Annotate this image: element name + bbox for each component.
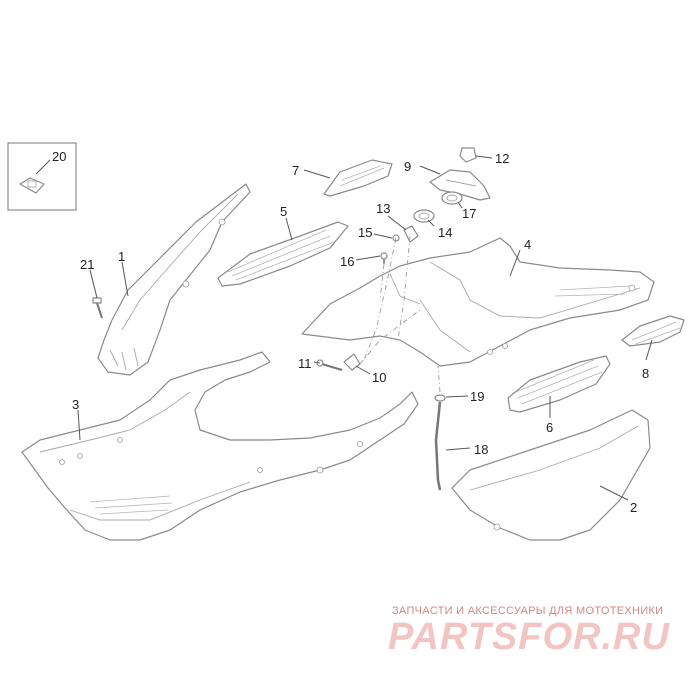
part-16-screw: [380, 252, 388, 264]
callout-20: 20: [52, 149, 66, 164]
callout-7: 7: [292, 163, 299, 178]
callout-8: 8: [642, 366, 649, 381]
callout-2: 2: [630, 500, 637, 515]
watermark-logo: PARTSFOR.RU: [388, 616, 670, 658]
part-17-ring: [441, 191, 463, 205]
part-6-footrest: [507, 355, 611, 413]
callout-17: 17: [462, 206, 476, 221]
part-5-footrest: [217, 221, 349, 287]
part-8-pad: [621, 315, 685, 347]
assembly-lines: [359, 235, 441, 393]
callout-19: 19: [470, 389, 484, 404]
part-20-clip-inset: [7, 142, 77, 211]
part-11-screw: [316, 359, 343, 371]
callout-4: 4: [524, 237, 531, 252]
part-12-screw: [459, 147, 477, 163]
callout-1: 1: [118, 249, 125, 264]
callout-18: 18: [474, 442, 488, 457]
callout-9: 9: [404, 159, 411, 174]
part-7-trim: [323, 159, 393, 197]
part-10-clip: [343, 353, 361, 371]
callout-labels: 20 1 21 3 4 5 6 7 8 2 9 12 17 14 13 15 1…: [52, 149, 649, 515]
callout-5: 5: [280, 204, 287, 219]
part-1-side-panel: [97, 183, 251, 376]
callout-6: 6: [546, 420, 553, 435]
part-21-screw: [92, 297, 103, 319]
callout-12: 12: [495, 151, 509, 166]
part-9-cover: [429, 169, 491, 201]
part-4-rear-body: [301, 237, 655, 367]
part-14-ring: [413, 209, 435, 223]
leader-lines: [35, 155, 653, 501]
part-19-grommet: [434, 394, 446, 402]
part-3-lower-body: [21, 351, 419, 541]
callout-15: 15: [358, 225, 372, 240]
callout-21: 21: [80, 257, 94, 272]
watermark-caption: ЗАПЧАСТИ И АКСЕССУАРЫ ДЛЯ МОТОТЕХНИКИ: [392, 605, 664, 617]
part-13-bracket: [403, 225, 419, 243]
callout-16: 16: [340, 254, 354, 269]
part-2-side-panel: [451, 409, 651, 541]
callout-3: 3: [72, 397, 79, 412]
callout-14: 14: [438, 225, 452, 240]
part-18-hose: [434, 401, 442, 491]
callout-11: 11: [298, 356, 312, 371]
callout-10: 10: [372, 370, 386, 385]
callout-13: 13: [376, 201, 390, 216]
